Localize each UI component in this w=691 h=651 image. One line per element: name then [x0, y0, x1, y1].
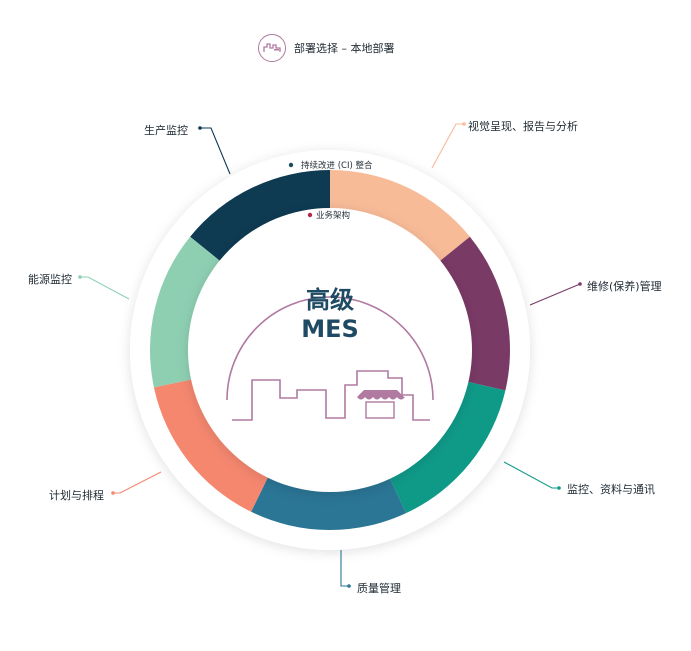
leader-lines: [78, 122, 582, 588]
leader-quality-management: [340, 550, 349, 587]
leader-planning-scheduling: [113, 471, 162, 494]
label-energy-monitoring: 能源监控: [28, 273, 72, 286]
inner-disc: [188, 208, 472, 492]
center-title-line2: MES: [301, 315, 359, 343]
dome-outline: [226, 296, 434, 401]
awning-scallop: [357, 397, 405, 400]
city-skyline-icon: [232, 370, 430, 421]
label-monitoring-data-comm: 监控、资料与通讯: [567, 483, 655, 496]
segment-production-monitoring: [190, 170, 330, 274]
business-arch-label: 业务架构: [316, 210, 350, 221]
leader-dot-quality-management: [347, 584, 351, 588]
leader-visualization-reporting: [431, 123, 464, 169]
leader-energy-monitoring: [80, 276, 130, 300]
leader-dot-visualization-reporting: [462, 122, 466, 126]
local-deploy-icon: [258, 34, 286, 62]
awning-icon: [357, 390, 404, 397]
label-visualization-reporting: 视觉呈现、报告与分析: [468, 120, 578, 133]
deployment-header: 部署选择 – 本地部署: [258, 34, 395, 62]
ci-ring-label: 持续改进 (CI) 整合: [301, 160, 373, 171]
shop-window: [365, 401, 395, 419]
label-maintenance-management: 维修(保养)管理: [587, 280, 662, 293]
segment-planning-scheduling: [153, 375, 277, 512]
leader-dot-maintenance-management: [578, 282, 582, 286]
leader-dot-energy-monitoring: [78, 275, 82, 279]
leader-production-monitoring: [200, 127, 231, 175]
deployment-title: 部署选择 – 本地部署: [294, 42, 395, 55]
leader-dot-production-monitoring: [198, 126, 202, 130]
leader-maintenance-management: [529, 283, 581, 306]
label-planning-scheduling: 计划与排程: [49, 489, 104, 502]
segment-visualization-reporting: [330, 170, 470, 274]
ci-dot: [288, 162, 294, 168]
business-arch-dot: [307, 212, 313, 218]
segment-monitoring-data-comm: [381, 377, 506, 514]
center-title-line1: 高级: [306, 286, 354, 314]
label-production-monitoring: 生产监控: [144, 124, 188, 137]
leader-dot-monitoring-data-comm: [557, 486, 561, 490]
leader-dot-planning-scheduling: [111, 491, 115, 495]
leader-monitoring-data-comm: [503, 461, 559, 489]
label-quality-management: 质量管理: [357, 582, 401, 595]
